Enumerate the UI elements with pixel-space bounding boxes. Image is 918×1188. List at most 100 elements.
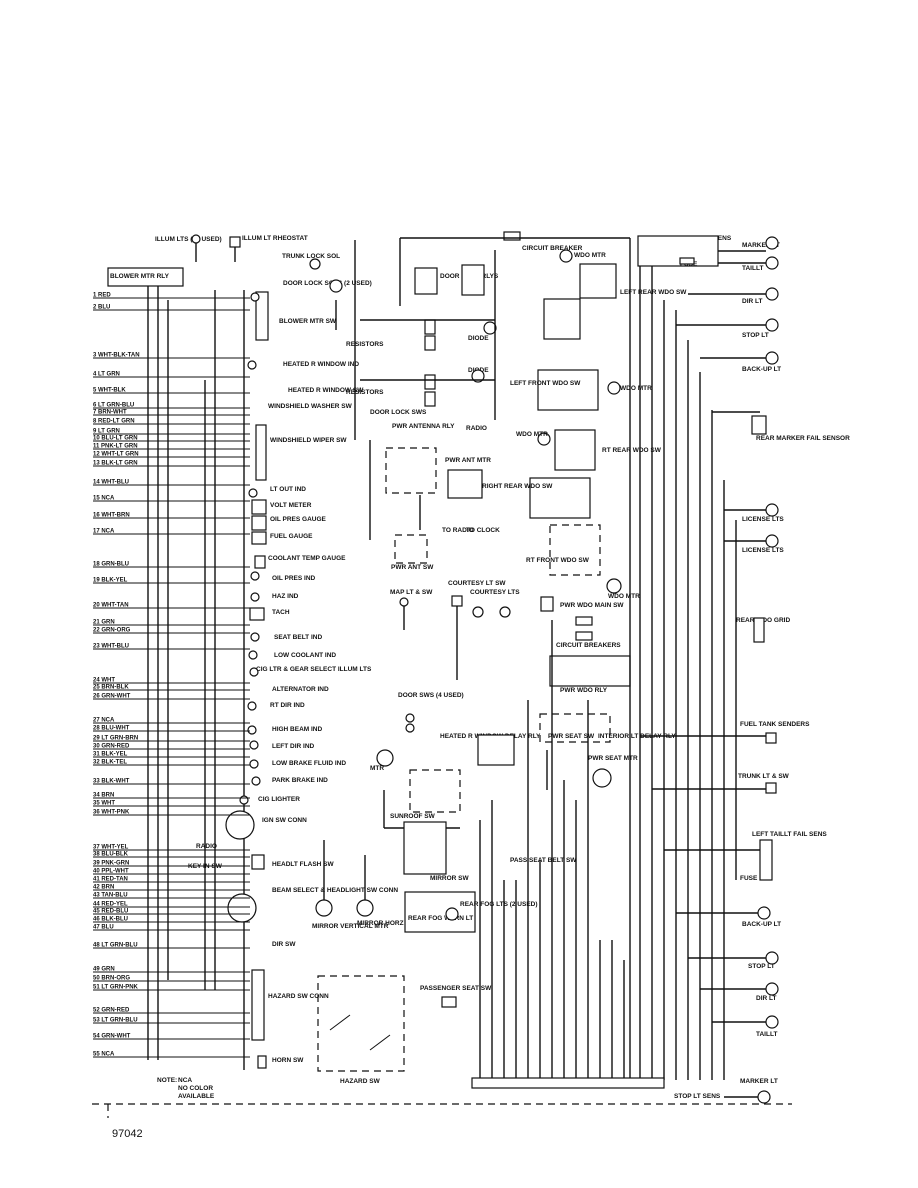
wire-label-31: 31 BLK-YEL — [93, 752, 128, 758]
wire-label-33: 33 BLK-WHT — [93, 779, 130, 785]
low-brake-fluid-ind-label: LOW BRAKE FLUID IND — [272, 760, 346, 767]
left-front-wdo-sw-label: LEFT FRONT WDO SW — [510, 380, 581, 387]
stop-lt-label-bottom: STOP LT — [748, 963, 775, 970]
note-line-2: NO COLOR — [178, 1085, 213, 1092]
dir-lt-label-bottom: DIR LT — [756, 995, 776, 1002]
heated-r-window-sw-label: HEATED R WINDOW SW — [288, 387, 364, 394]
resistors-label-2: RESISTORS — [346, 389, 384, 396]
left-dir-ind-label: LEFT DIR IND — [272, 743, 315, 750]
interior-lt-delay-rly-label: INTERIOR LT DELAY RLY — [598, 733, 676, 740]
wire-label-25: 25 BRN-BLK — [93, 685, 129, 691]
left-horizontal-wires — [93, 297, 250, 1058]
coolant-temp-gauge-label: COOLANT TEMP GAUGE — [268, 555, 346, 562]
rear-fog-lts-label: REAR FOG LTS (2 USED) — [460, 901, 538, 908]
back-up-lt-label-bottom: BACK-UP LT — [742, 921, 781, 928]
wire-label-9: 9 LT GRN — [93, 429, 120, 435]
license-lts-label-2: LICENSE LTS — [742, 547, 784, 554]
wire-label-18: 18 GRN-BLU — [93, 562, 129, 568]
wire-label-32: 32 BLK-TEL — [93, 760, 127, 766]
heated-r-window-ind-label: HEATED R WINDOW IND — [283, 361, 359, 368]
wire-label-48: 48 LT GRN-BLU — [93, 943, 138, 949]
illum-lamp-icon — [191, 234, 201, 244]
pwr-ant-sw-label: PWR ANT SW — [391, 564, 434, 571]
to-clock-label: TO CLOCK — [466, 527, 500, 534]
wire-label-1: 1 RED — [93, 293, 111, 299]
blower-mtr-rly-label: BLOWER MTR RLY — [110, 273, 170, 280]
wire-label-34: 34 BRN — [93, 793, 114, 799]
wire-label-29: 29 LT GRN-BRN — [93, 736, 138, 742]
wire-label-37: 37 WHT-YEL — [93, 845, 129, 851]
circuit-breakers-label: CIRCUIT BREAKERS — [556, 642, 621, 649]
sunroof-mtr-icon — [376, 749, 394, 767]
wire-label-16: 16 WHT-BRN — [93, 513, 130, 519]
hazard-sw-conn-label: HAZARD SW CONN — [268, 993, 329, 1000]
taillt-label-top: TAILLT — [742, 265, 763, 272]
marker-lt-label-top: MARKER LT — [742, 242, 780, 249]
fuel-gauge-label: FUEL GAUGE — [270, 533, 313, 540]
wire-label-23: 23 WHT-BLU — [93, 644, 129, 650]
wire-label-39: 39 PNK-GRN — [93, 861, 129, 867]
indicator-lamps — [239, 292, 261, 805]
wire-label-36: 36 WHT-PNK — [93, 810, 130, 816]
left-section: ILLUM LTS (13 USED) ILLUM LT RHEOSTAT BL… — [107, 234, 405, 1100]
door-lock-sols-label: DOOR LOCK SOLS (2 USED) — [283, 280, 372, 287]
pwr-seat-mtr-label: PWR SEAT MTR — [588, 755, 638, 762]
stop-lt-label-top: STOP LT — [742, 332, 769, 339]
ign-sw-conn-icon — [225, 810, 255, 840]
wire-label-38: 38 BLU-BLK — [93, 852, 129, 858]
cig-ltr-illum-label: CIG LTR & GEAR SELECT ILLUM LTS — [256, 666, 372, 673]
wire-label-15: 15 NCA — [93, 496, 115, 502]
hazard-sw-box — [317, 975, 405, 1072]
hazard-sw-conn-box — [251, 969, 265, 1041]
wire-label-7: 7 BRN-WHT — [93, 410, 127, 416]
fuel-tank-senders-label: FUEL TANK SENDERS — [740, 721, 810, 728]
wire-label-2: 2 BLU — [93, 305, 110, 311]
rear-fog-warn-lt-label: REAR FOG WARN LT — [408, 915, 473, 922]
circuit-breaker-label: CIRCUIT BREAKER — [522, 245, 583, 252]
wire-label-13: 13 BLK-LT GRN — [93, 461, 138, 467]
illum-lts-label: ILLUM LTS (13 USED) — [155, 236, 222, 243]
pwr-ant-mtr-label: PWR ANT MTR — [445, 457, 491, 464]
courtesy-lts-label: COURTESY LTS — [470, 589, 520, 596]
wire-label-12: 12 WHT-LT GRN — [93, 452, 139, 458]
mirror-sw-label: MIRROR SW — [430, 875, 470, 882]
note-line-1: NCA — [178, 1077, 192, 1084]
wire-label-55: 55 NCA — [93, 1052, 115, 1058]
stop-lt-sens-label: STOP LT SENS — [674, 1093, 721, 1100]
mirror-horz-mtr-label: MIRROR HORZ MTR — [357, 920, 420, 927]
passenger-seat-sw-label: PASSENGER SEAT SW — [420, 985, 492, 992]
wire-label-54: 54 GRN-WHT — [93, 1034, 131, 1040]
wire-label-24: 24 WHT — [93, 678, 115, 684]
door-lock-sws-label: DOOR LOCK SWS — [370, 409, 427, 416]
headlt-flash-sw-label: HEADLT FLASH SW — [272, 861, 334, 868]
right-lamp-sockets — [751, 236, 779, 1104]
volt-meter-label: VOLT METER — [270, 502, 312, 509]
wire-label-42: 42 BRN — [93, 885, 114, 891]
wire-label-26: 26 GRN-WHT — [93, 694, 131, 700]
high-beam-ind-label: HIGH BEAM IND — [272, 726, 323, 733]
antenna-rly-box — [385, 447, 437, 494]
diagram-code: 97042 — [112, 1128, 143, 1140]
wire-label-41: 41 RED-TAN — [93, 877, 128, 883]
wire-label-43: 43 TAN-BLU — [93, 893, 128, 899]
wire-label-5: 5 WHT-BLK — [93, 388, 126, 394]
wiper-sw-box — [255, 424, 267, 481]
wire-label-28: 28 BLU-WHT — [93, 726, 130, 732]
taillt-label-bottom: TAILLT — [756, 1031, 777, 1038]
trunk-lock-sol-label: TRUNK LOCK SOL — [282, 253, 340, 260]
diode-label: DIODE — [468, 335, 489, 342]
oil-pres-ind-label: OIL PRES IND — [272, 575, 316, 582]
note-label: NOTE: — [157, 1077, 177, 1084]
wire-label-27: 27 NCA — [93, 718, 115, 724]
horn-sw-label: HORN SW — [272, 1057, 304, 1064]
wire-label-4: 4 LT GRN — [93, 372, 120, 378]
alternator-ind-label: ALTERNATOR IND — [272, 686, 329, 693]
dir-sw-label: DIR SW — [272, 941, 296, 948]
resistors-label-1: RESISTORS — [346, 341, 384, 348]
center-section: TRUNK LOCK SOL DOOR LOCK SOLS (2 USED) D… — [282, 231, 676, 1008]
wire-label-3: 3 WHT-BLK-TAN — [93, 353, 140, 359]
oil-pres-gauge-label: OIL PRES GAUGE — [270, 516, 327, 523]
trunk-lt-sw-label: TRUNK LT & SW — [738, 773, 790, 780]
mirror-vertical-mtr-label: MIRROR VERTICAL MTR — [312, 923, 389, 930]
